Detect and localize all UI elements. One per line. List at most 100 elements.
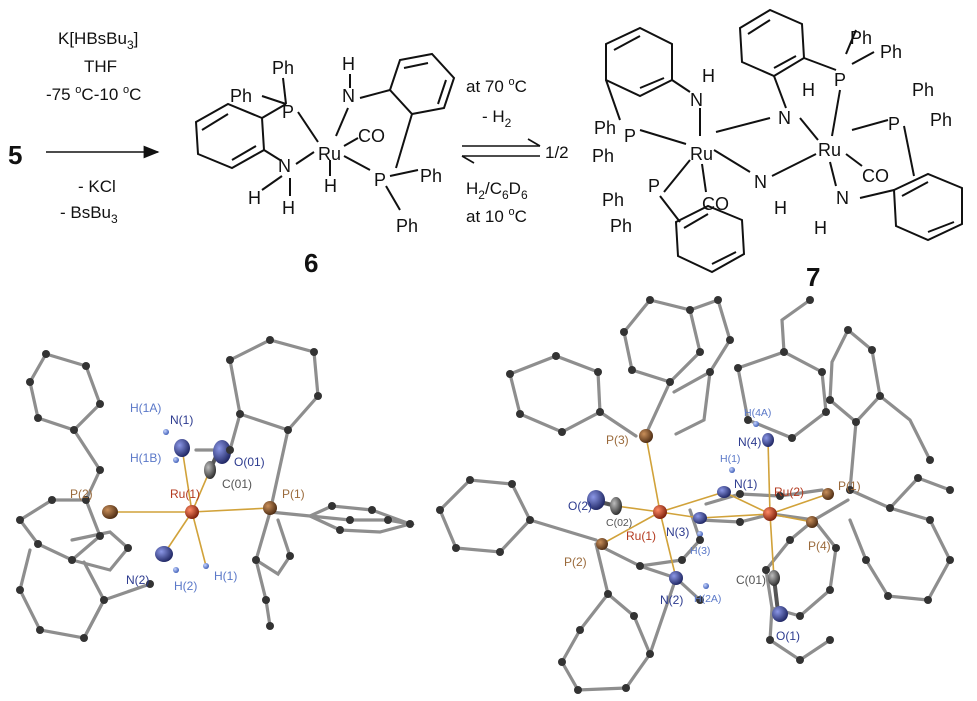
s7-ring-bottom-right: [892, 172, 963, 242]
structure-6: Ph Ph P H N Ru CO N H H H P Ph Ph: [194, 52, 456, 236]
s7-h-b: H: [814, 218, 827, 238]
s6-ph-top: Ph: [272, 58, 294, 78]
byproduct-borane: - BsBu3: [60, 203, 118, 226]
c7-atom-c01: [768, 570, 780, 586]
s6-p2: P: [374, 170, 386, 190]
c7-label-o1: O(1): [776, 629, 800, 643]
c6-atom-h1: [203, 563, 209, 569]
c7-atom-n3: [693, 512, 707, 524]
c7-atom-c02: [610, 497, 622, 515]
s7-ru-a: Ru: [690, 144, 713, 164]
reagent-hydride: K[HBsBu3]: [58, 29, 138, 52]
reverse-condition-temp: at 10 oC: [466, 206, 527, 226]
s7-co-b: CO: [862, 166, 889, 186]
structure-7: Ph Ph P H N Ru CO Ph Ph P N H N H Ph Ph …: [592, 8, 963, 274]
forward-condition-temp: at 70 oC: [466, 76, 527, 96]
compound-7-label: 7: [806, 262, 820, 292]
s7-ph8: Ph: [930, 110, 952, 130]
forward-condition-h2: - H2: [482, 107, 512, 130]
c7-label-ru2: Ru(2): [774, 485, 804, 499]
s6-ru: Ru: [318, 144, 341, 164]
s6-n-top: N: [342, 86, 355, 106]
s6-h-top: H: [342, 54, 355, 74]
s7-ph5: Ph: [850, 28, 872, 48]
c7-atom-n2: [669, 571, 683, 585]
c6-atom-h1a: [163, 429, 169, 435]
s7-p-a: P: [624, 126, 636, 146]
c7-label-n2: N(2): [660, 593, 683, 607]
s7-h-top: H: [802, 80, 815, 100]
s7-ph2: Ph: [592, 146, 614, 166]
c6-atom-ru1: [185, 505, 199, 519]
benzene-ring-left: [194, 102, 266, 170]
byproduct-kcl: - KCl: [78, 177, 116, 196]
s7-ring-top-left: [605, 26, 673, 98]
c7-atom-h2a: [703, 583, 709, 589]
c6-atom-h1b: [173, 457, 179, 463]
c7-phenyl-left: [438, 478, 532, 554]
crystal-structure-7: P(3) H(4A) N(4) H(1) N(1) Ru(2) P(1) O(2…: [436, 296, 954, 694]
s6-h-ru: H: [324, 176, 337, 196]
crystal-structure-6: H(1A) N(1) H(1B) O(01) C(01) P(2) Ru(1) …: [16, 336, 416, 642]
c7-label-p4: P(4): [808, 539, 831, 553]
s7-p-d: P: [888, 114, 900, 134]
stoichiometry-half: 1/2: [545, 143, 569, 162]
c7-label-p3: P(3): [606, 433, 629, 447]
s7-ph1: Ph: [594, 118, 616, 138]
equilibrium-forward-head: [527, 138, 541, 147]
c7-label-n1: N(1): [734, 477, 757, 491]
s6-h-n1: H: [248, 188, 261, 208]
equilibrium-reverse-head: [461, 155, 475, 164]
c7-atom-ru1: [653, 505, 667, 519]
s7-ph7: Ph: [912, 80, 934, 100]
s7-ph4: Ph: [610, 216, 632, 236]
c6-label-h1a: H(1A): [130, 401, 161, 415]
c7-atom-p4: [806, 516, 818, 528]
c7-label-ru1: Ru(1): [626, 529, 656, 543]
c7-label-h2a: H(2A): [694, 593, 721, 605]
s6-p1: P: [282, 102, 294, 122]
c7-label-c02: C(02): [606, 517, 632, 529]
c7-atom-o2: [587, 490, 605, 510]
c7-label-n3: N(3): [666, 525, 689, 539]
c7-phenyl-mid: [736, 350, 828, 440]
reagent-solvent: THF: [84, 57, 117, 76]
s7-co-a: CO: [702, 194, 729, 214]
s7-n-top: N: [778, 108, 791, 128]
c7-label-p1: P(1): [838, 479, 861, 493]
c7-label-p2: P(2): [564, 555, 587, 569]
s7-ph3: Ph: [602, 190, 624, 210]
c6-label-o01: O(01): [234, 455, 265, 469]
s6-n-bottom: N: [278, 156, 291, 176]
c6-atom-p1: [263, 501, 277, 515]
c6-label-p2: P(2): [70, 487, 93, 501]
c6-carbon-spheres: [16, 336, 414, 642]
c7-atom-h1: [729, 467, 735, 473]
s7-ru-b: Ru: [818, 140, 841, 160]
c6-atom-h2: [173, 567, 179, 573]
c7-atom-p1: [822, 488, 834, 500]
c7-label-h3: H(3): [690, 545, 710, 557]
c6-label-p1: P(1): [282, 487, 305, 501]
c7-label-h1: H(1): [720, 453, 740, 465]
c7-atom-p3: [639, 429, 653, 443]
c7-label-n4: N(4): [738, 435, 761, 449]
c6-label-h1: H(1): [214, 569, 237, 583]
c7-atom-h4a: [753, 421, 759, 427]
c6-atom-o01: [213, 440, 231, 464]
s7-p-b: P: [648, 176, 660, 196]
c6-label-n1: N(1): [170, 413, 193, 427]
c6-label-ru1: Ru(1): [170, 487, 200, 501]
compound-6-label: 6: [304, 248, 318, 278]
c6-label-n2: N(2): [126, 573, 149, 587]
s7-n-a: N: [690, 90, 703, 110]
s7-h-mid: H: [774, 198, 787, 218]
c7-atom-n4: [762, 433, 774, 447]
compound-5-label: 5: [8, 140, 22, 170]
c6-label-c01: C(01): [222, 477, 252, 491]
c6-atom-n1: [174, 439, 190, 457]
c7-phenyl-top-left: [508, 354, 602, 434]
s7-ring-top-mid: [738, 8, 806, 78]
c6-label-h2: H(2): [174, 579, 197, 593]
